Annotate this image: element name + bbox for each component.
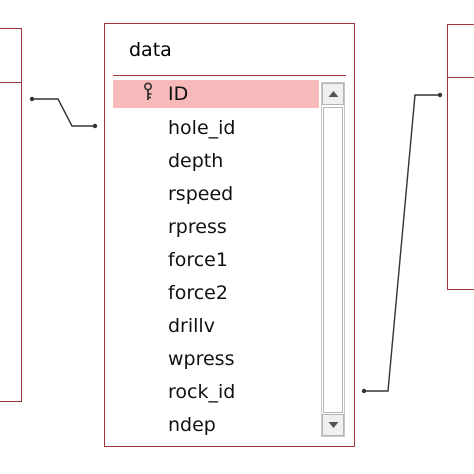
table-left[interactable]: [0, 28, 22, 402]
field-label: rpress: [168, 216, 227, 238]
key-icon: [143, 82, 153, 100]
scroll-up-button[interactable]: [322, 83, 344, 105]
table-right[interactable]: [447, 24, 474, 290]
field-label: hole_id: [168, 117, 236, 139]
field-row-rpress[interactable]: rpress: [113, 212, 319, 245]
relationship-endpoint: [29, 96, 35, 102]
field-row-wpress[interactable]: wpress: [113, 344, 319, 377]
field-label: drillv: [168, 315, 215, 337]
relationship-endpoint: [361, 388, 367, 394]
title-separator: [0, 82, 21, 83]
field-label: wpress: [168, 348, 235, 370]
vertical-scrollbar[interactable]: [321, 82, 345, 437]
field-label: ndep: [168, 414, 216, 436]
table-title: data: [129, 39, 172, 61]
relationship-endpoint: [437, 92, 443, 98]
field-label: force2: [168, 282, 228, 304]
field-label: ID: [168, 83, 189, 105]
title-separator: [448, 77, 474, 78]
field-row-ndep[interactable]: ndep: [113, 410, 319, 439]
field-list[interactable]: ID hole_id depth rspeed rpress force1 fo…: [113, 80, 319, 439]
field-row-drillv[interactable]: drillv: [113, 311, 319, 344]
triangle-up-icon: [328, 91, 339, 97]
field-label: rock_id: [168, 381, 236, 403]
field-row-depth[interactable]: depth: [113, 146, 319, 179]
title-separator: [113, 75, 346, 76]
relationship-endpoint: [92, 123, 98, 129]
scroll-thumb[interactable]: [323, 107, 343, 413]
field-label: force1: [168, 249, 228, 271]
field-row-force1[interactable]: force1: [113, 245, 319, 278]
triangle-down-icon: [328, 422, 339, 428]
field-row-hole-id[interactable]: hole_id: [113, 113, 319, 146]
field-row-rspeed[interactable]: rspeed: [113, 179, 319, 212]
relationship-line-right[interactable]: [364, 94, 440, 392]
field-label: depth: [168, 150, 224, 172]
scroll-down-button[interactable]: [322, 414, 344, 436]
field-row-rock-id[interactable]: rock_id: [113, 377, 319, 410]
field-label: rspeed: [168, 183, 234, 205]
field-row-id[interactable]: ID: [113, 80, 319, 108]
table-data[interactable]: data ID hole_id depth rspeed: [104, 23, 355, 447]
field-row-force2[interactable]: force2: [113, 278, 319, 311]
relationship-line-left[interactable]: [32, 98, 95, 127]
